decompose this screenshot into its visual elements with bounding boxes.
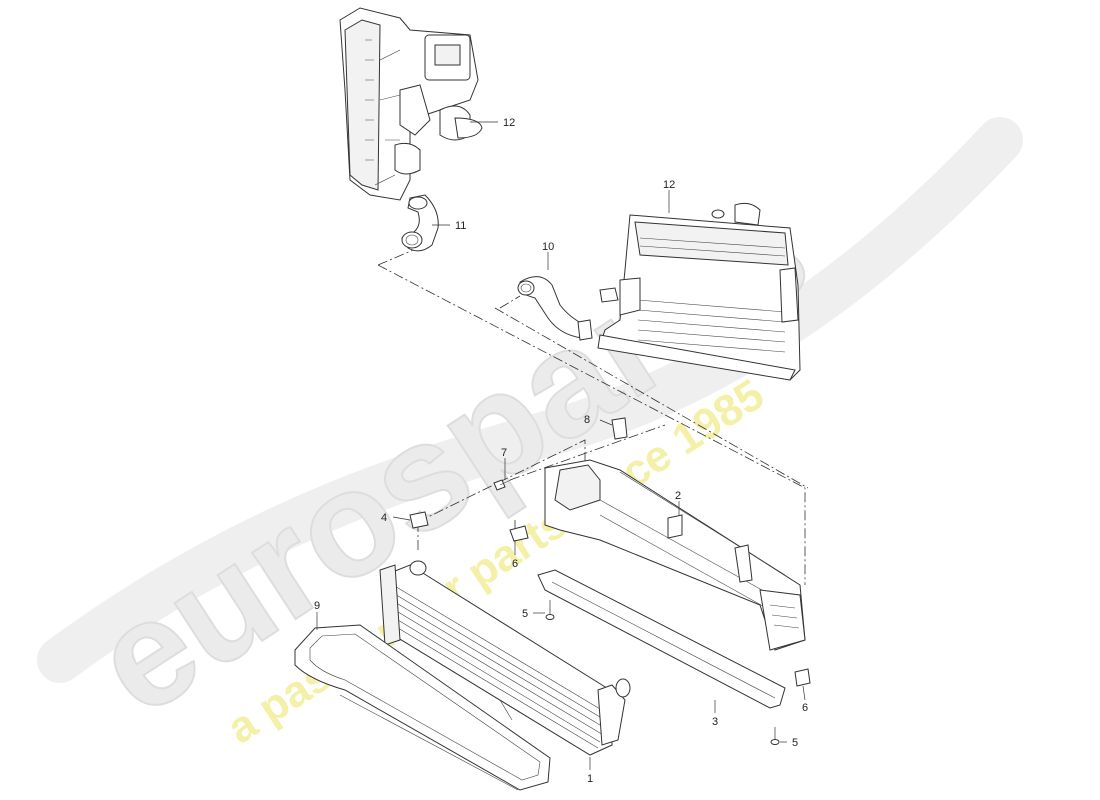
callout-9: 9 <box>314 600 320 612</box>
nut-6-upper <box>509 525 529 542</box>
routing-line <box>509 424 666 481</box>
upper-hose <box>401 194 439 252</box>
callout-6-upper: 6 <box>512 558 518 570</box>
hose-10 <box>517 276 593 341</box>
callout-10: 10 <box>542 241 554 253</box>
upper-radiator-module <box>339 7 483 201</box>
callout-2: 2 <box>675 490 681 502</box>
screw-5-upper <box>545 600 555 620</box>
clip-4 <box>409 511 429 529</box>
callout-3: 3 <box>712 716 718 728</box>
callout-12-right: 12 <box>663 179 675 191</box>
carrier-2 <box>544 459 806 651</box>
routing-line <box>494 307 809 489</box>
routing-line <box>499 295 521 309</box>
bolt-7 <box>493 477 516 491</box>
callout-11: 11 <box>455 220 466 232</box>
callout-5-lower: 5 <box>792 737 798 749</box>
rail-3 <box>537 569 786 709</box>
screw-5-lower <box>770 727 780 745</box>
air-duct-9 <box>294 624 551 791</box>
callout-labels: 12 11 12 10 8 7 4 2 6 9 5 3 6 1 5 <box>314 117 808 785</box>
watermark-swoosh <box>37 117 1023 683</box>
routing-line <box>377 264 806 585</box>
leader-lines <box>316 121 806 770</box>
main-radiator-module <box>597 202 801 381</box>
nut-8 <box>611 417 628 440</box>
routing-lines <box>377 244 809 585</box>
callout-8: 8 <box>584 414 590 426</box>
callout-5-upper: 5 <box>522 608 528 620</box>
routing-line <box>417 439 586 523</box>
callout-6-lower: 6 <box>802 702 808 714</box>
callout-4: 4 <box>381 512 387 524</box>
nut-6-lower <box>794 668 811 687</box>
callout-7: 7 <box>501 447 507 459</box>
callout-1: 1 <box>587 773 593 785</box>
callout-12-upper: 12 <box>503 117 515 129</box>
intercooler-1 <box>379 560 631 756</box>
